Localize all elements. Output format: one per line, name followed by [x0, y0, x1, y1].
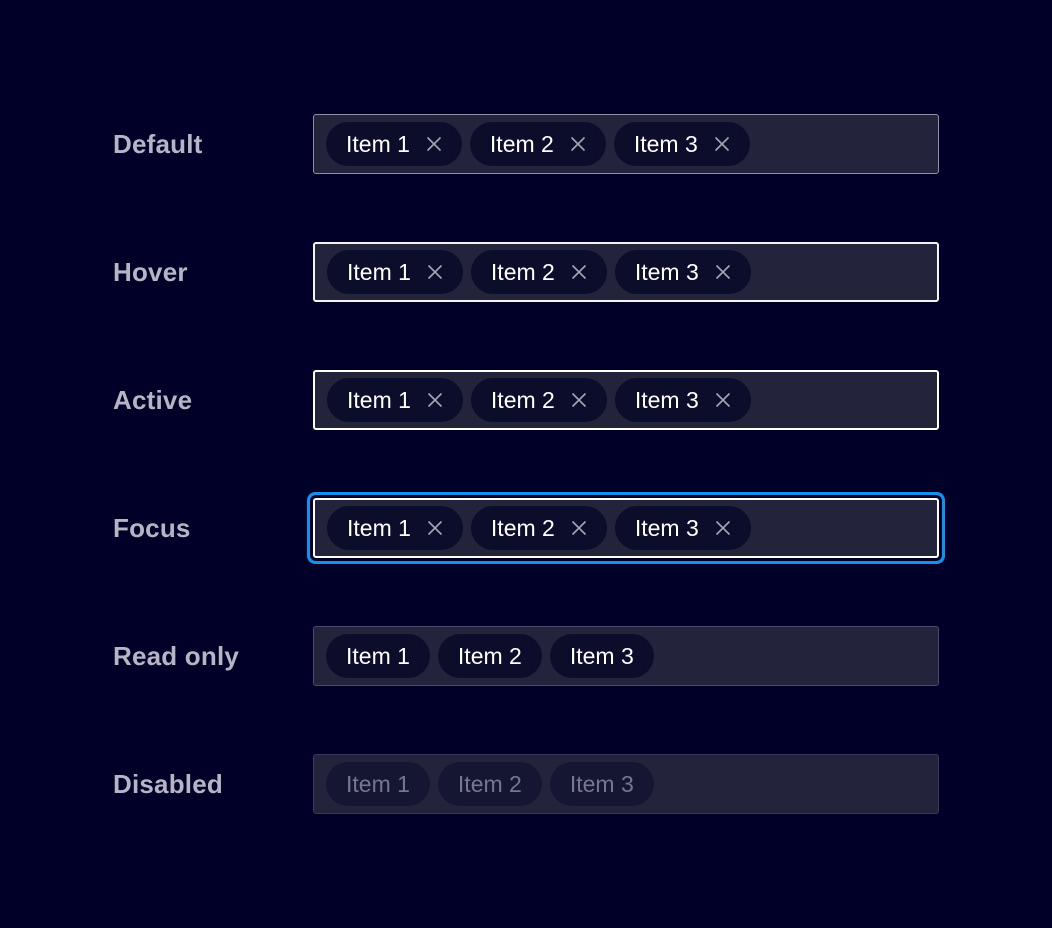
- multiselect-field-focus[interactable]: Item 1 Item 2 Item 3: [313, 498, 939, 558]
- chip-remove-icon[interactable]: [423, 516, 447, 540]
- chip-label: Item 2: [490, 258, 555, 285]
- chip-label: Item 2: [457, 770, 522, 797]
- state-label-default: Default: [113, 128, 203, 159]
- chip-label: Item 1: [346, 770, 410, 797]
- chip-item-1: Item 1: [327, 250, 463, 294]
- multiselect-states-showcase: Default Item 1 Item 2 Item 3 Hover Item …: [113, 114, 1052, 814]
- multiselect-field-hover[interactable]: Item 1 Item 2 Item 3: [313, 242, 939, 302]
- state-label-readonly: Read only: [113, 640, 240, 671]
- multiselect-field-readonly[interactable]: Item 1 Item 2 Item 3: [313, 626, 939, 686]
- state-label-focus: Focus: [113, 512, 191, 543]
- chip-item-2: Item 2: [470, 506, 607, 550]
- chip-item-3: Item 3: [614, 378, 751, 422]
- chip-item-2: Item 2: [437, 762, 542, 806]
- chip-label: Item 1: [347, 258, 411, 285]
- chip-item-3: Item 3: [549, 634, 654, 678]
- chip-label: Item 2: [457, 642, 522, 669]
- chip-remove-icon[interactable]: [423, 388, 447, 412]
- multiselect-field-active[interactable]: Item 1 Item 2 Item 3: [313, 370, 939, 430]
- chip-item-2: Item 2: [437, 634, 542, 678]
- chip-remove-icon[interactable]: [566, 132, 590, 156]
- state-row-readonly: Read only Item 1 Item 2 Item 3: [113, 626, 1052, 686]
- chip-label: Item 3: [634, 386, 699, 413]
- chip-remove-icon[interactable]: [423, 260, 447, 284]
- chip-item-2: Item 2: [469, 122, 606, 166]
- chip-item-1: Item 1: [326, 122, 462, 166]
- chip-item-1: Item 1: [326, 634, 430, 678]
- state-row-disabled: Disabled Item 1 Item 2 Item 3: [113, 754, 1052, 814]
- chip-item-3: Item 3: [614, 506, 751, 550]
- chip-item-3: Item 3: [613, 122, 750, 166]
- chip-label: Item 1: [347, 514, 411, 541]
- multiselect-field-default[interactable]: Item 1 Item 2 Item 3: [313, 114, 939, 174]
- chip-label: Item 3: [633, 130, 698, 157]
- chip-remove-icon[interactable]: [711, 388, 735, 412]
- state-label-hover: Hover: [113, 256, 188, 287]
- chip-label: Item 1: [346, 642, 410, 669]
- chip-label: Item 2: [490, 514, 555, 541]
- state-label-active: Active: [113, 384, 193, 415]
- chip-remove-icon[interactable]: [711, 260, 735, 284]
- chip-item-1: Item 1: [327, 378, 463, 422]
- multiselect-field-disabled: Item 1 Item 2 Item 3: [313, 754, 939, 814]
- chip-label: Item 1: [346, 130, 410, 157]
- state-label-disabled: Disabled: [113, 768, 223, 799]
- chip-item-1: Item 1: [327, 506, 463, 550]
- chip-label: Item 3: [634, 514, 699, 541]
- chip-remove-icon[interactable]: [422, 132, 446, 156]
- chip-remove-icon[interactable]: [567, 516, 591, 540]
- chip-label: Item 3: [569, 770, 634, 797]
- chip-item-3: Item 3: [549, 762, 654, 806]
- state-row-active: Active Item 1 Item 2 Item 3: [113, 370, 1052, 430]
- chip-item-2: Item 2: [470, 378, 607, 422]
- chip-label: Item 2: [489, 130, 554, 157]
- state-row-focus: Focus Item 1 Item 2 Item 3: [113, 498, 1052, 558]
- chip-label: Item 2: [490, 386, 555, 413]
- chip-item-3: Item 3: [614, 250, 751, 294]
- chip-remove-icon[interactable]: [710, 132, 734, 156]
- chip-label: Item 1: [347, 386, 411, 413]
- chip-remove-icon[interactable]: [711, 516, 735, 540]
- chip-item-1: Item 1: [326, 762, 430, 806]
- state-row-hover: Hover Item 1 Item 2 Item 3: [113, 242, 1052, 302]
- chip-label: Item 3: [569, 642, 634, 669]
- state-row-default: Default Item 1 Item 2 Item 3: [113, 114, 1052, 174]
- chip-item-2: Item 2: [470, 250, 607, 294]
- chip-remove-icon[interactable]: [567, 260, 591, 284]
- chip-remove-icon[interactable]: [567, 388, 591, 412]
- chip-label: Item 3: [634, 258, 699, 285]
